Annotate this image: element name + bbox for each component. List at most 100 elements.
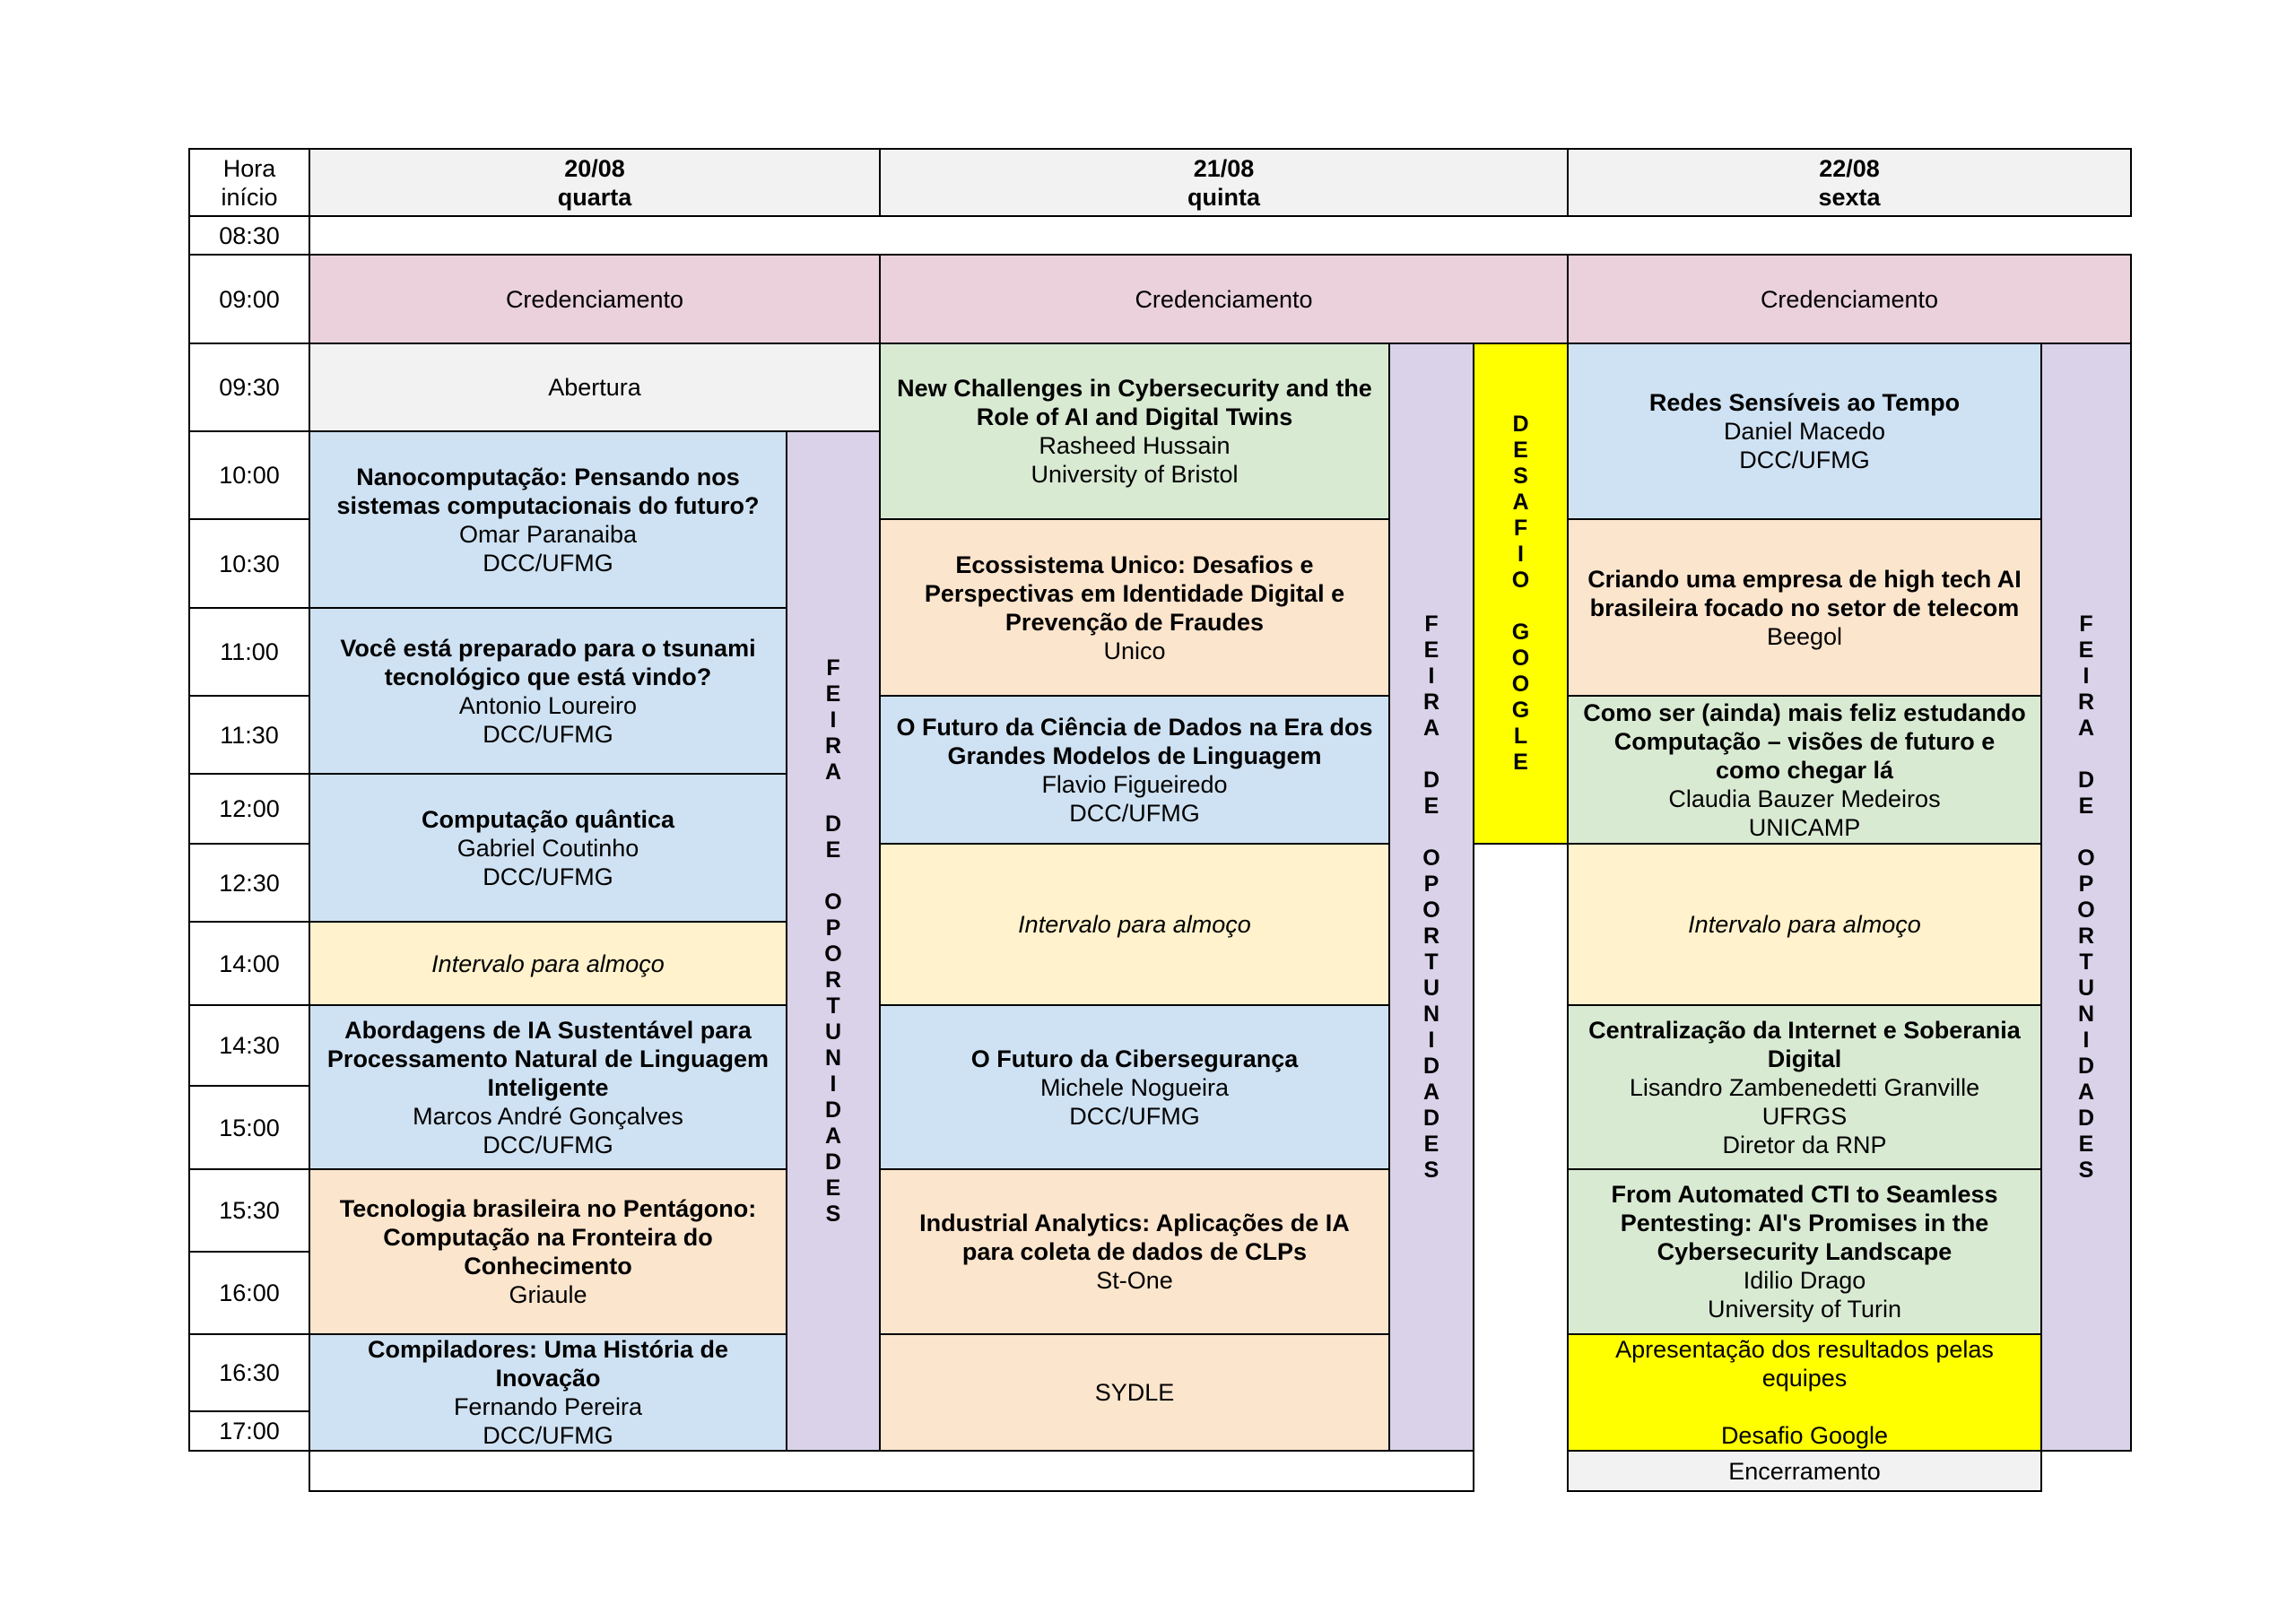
- vertical-letter: [1429, 742, 1435, 768]
- vertical-letter: [1429, 820, 1435, 846]
- vertical-letter: E: [825, 681, 841, 707]
- time-slot: 14:00: [188, 921, 310, 1006]
- vertical-letter: E: [1423, 637, 1439, 663]
- time-slot: 09:00: [188, 254, 310, 344]
- vertical-letter: D: [2077, 767, 2095, 793]
- vertical-letter: E: [2078, 1131, 2094, 1157]
- time-label: 11:00: [220, 638, 279, 665]
- vertical-letter: D: [1422, 1105, 1440, 1131]
- session-details: Flavio Figueiredo DCC/UFMG: [1041, 770, 1228, 827]
- day-date: 22/08: [1819, 154, 1880, 182]
- session-title: Centralização da Internet e Soberania Di…: [1588, 1016, 2021, 1072]
- vertical-letter: P: [825, 915, 841, 941]
- vertical-letter: A: [2077, 715, 2095, 741]
- vertical-letter: A: [824, 759, 842, 785]
- session-card: Nanocomputação: Pensando nos sistemas co…: [309, 430, 787, 609]
- vertical-letter: E: [1513, 750, 1528, 775]
- vertical-letter: I: [1518, 542, 1524, 567]
- vertical-letter: T: [2079, 949, 2093, 975]
- time-label: 14:00: [219, 950, 280, 977]
- session-details: Rasheed Hussain University of Bristol: [1031, 432, 1239, 488]
- time-slot: 10:30: [188, 518, 310, 609]
- vertical-letter: O: [824, 941, 842, 967]
- session-details: Unico: [1103, 637, 1166, 664]
- time-label: 15:00: [219, 1114, 280, 1141]
- vertical-letter: O: [1511, 568, 1530, 593]
- time-slot: 16:30: [188, 1333, 310, 1412]
- lunch-break: Intervalo para almoço: [309, 921, 787, 1006]
- vertical-letter: A: [1422, 715, 1440, 741]
- vertical-letter: [2083, 820, 2090, 846]
- time-slot: 11:30: [188, 695, 310, 775]
- vertical-letter: F: [2079, 611, 2093, 637]
- time-label: 15:30: [219, 1197, 280, 1224]
- time-slot: 12:00: [188, 773, 310, 845]
- vertical-letter: O: [2077, 845, 2095, 871]
- credenciamento-cell: Credenciamento: [879, 254, 1569, 344]
- credenciamento-label: Credenciamento: [505, 285, 684, 313]
- vertical-letter: G: [1511, 620, 1530, 645]
- session-details: St-One: [1096, 1267, 1173, 1294]
- vertical-letter: E: [1423, 793, 1439, 819]
- time-slot: 11:00: [188, 607, 310, 697]
- abertura-label: Abertura: [548, 374, 641, 401]
- session-card: SYDLE: [879, 1333, 1390, 1452]
- vertical-letter: N: [2077, 1001, 2095, 1027]
- session-details: Lisandro Zambenedetti Granville UFRGS Di…: [1629, 1073, 1980, 1158]
- time-label: 16:30: [219, 1359, 280, 1386]
- session-title: Como ser (ainda) mais feliz estudando Co…: [1583, 698, 2026, 784]
- header-hora: Hora início: [188, 148, 310, 217]
- session-card: Criando uma empresa de high tech AI bras…: [1567, 518, 2042, 697]
- time-label: 11:30: [220, 721, 279, 749]
- time-slot: 08:30: [188, 215, 310, 256]
- session-details: Michele Nogueira DCC/UFMG: [1039, 1073, 1230, 1130]
- encerramento-cell: Encerramento: [1567, 1450, 2042, 1492]
- time-label: 12:30: [219, 869, 280, 897]
- vertical-letter: R: [2077, 923, 2095, 949]
- vertical-letter: O: [2077, 897, 2095, 923]
- vertical-letter: T: [826, 993, 840, 1019]
- session-title: Você está preparado para o tsunami tecno…: [340, 634, 756, 690]
- vertical-letter: P: [2078, 871, 2094, 897]
- session-details: Fernando Pereira DCC/UFMG: [453, 1393, 643, 1449]
- vertical-letter: F: [1513, 516, 1528, 541]
- vertical-letter: I: [1428, 663, 1435, 689]
- vertical-letter: E: [825, 837, 841, 863]
- session-card: Você está preparado para o tsunami tecno…: [309, 607, 787, 775]
- session-card: From Automated CTI to Seamless Pentestin…: [1567, 1168, 2042, 1335]
- day-weekday: sexta: [1818, 183, 1881, 211]
- lunch-label: Intervalo para almoço: [1018, 911, 1251, 938]
- session-details: Idilio Drago University of Turin: [1707, 1267, 1902, 1323]
- vertical-letter: S: [1423, 1157, 1439, 1183]
- vertical-letter: S: [1513, 464, 1528, 489]
- session-title: Nanocomputação: Pensando nos sistemas co…: [336, 463, 760, 519]
- vertical-letter: E: [1513, 438, 1528, 463]
- session-title: Industrial Analytics: Aplicações de IA p…: [919, 1210, 1350, 1265]
- vertical-letter: D: [824, 811, 842, 837]
- vertical-letter: D: [824, 1149, 842, 1175]
- vertical-letter: D: [2077, 1105, 2095, 1131]
- vertical-letter: A: [1422, 1079, 1440, 1105]
- vertical-letter: U: [1422, 975, 1440, 1001]
- session-details: Antonio Loureiro DCC/UFMG: [458, 691, 638, 748]
- time-label: 12:00: [219, 795, 280, 822]
- time-slot: 16:00: [188, 1251, 310, 1335]
- lunch-label: Intervalo para almoço: [431, 950, 665, 977]
- session-details: SYDLE: [1094, 1379, 1175, 1406]
- vertical-letter: D: [2077, 1053, 2095, 1079]
- session-card: Industrial Analytics: Aplicações de IA p…: [879, 1168, 1390, 1335]
- vertical-letter: R: [2077, 689, 2095, 715]
- day-weekday: quinta: [1187, 183, 1260, 211]
- vertical-letter: O: [1422, 845, 1440, 871]
- session-title: Tecnologia brasileira no Pentágono: Comp…: [339, 1195, 757, 1279]
- session-card: O Futuro da Ciência de Dados na Era dos …: [879, 695, 1390, 845]
- vertical-letter: I: [830, 707, 837, 733]
- vertical-letter: O: [1511, 646, 1530, 671]
- vertical-letter: I: [2083, 1027, 2090, 1053]
- header-hora-label: Hora início: [221, 154, 278, 211]
- credenciamento-label: Credenciamento: [1135, 285, 1313, 313]
- vertical-letter: E: [1423, 1131, 1439, 1157]
